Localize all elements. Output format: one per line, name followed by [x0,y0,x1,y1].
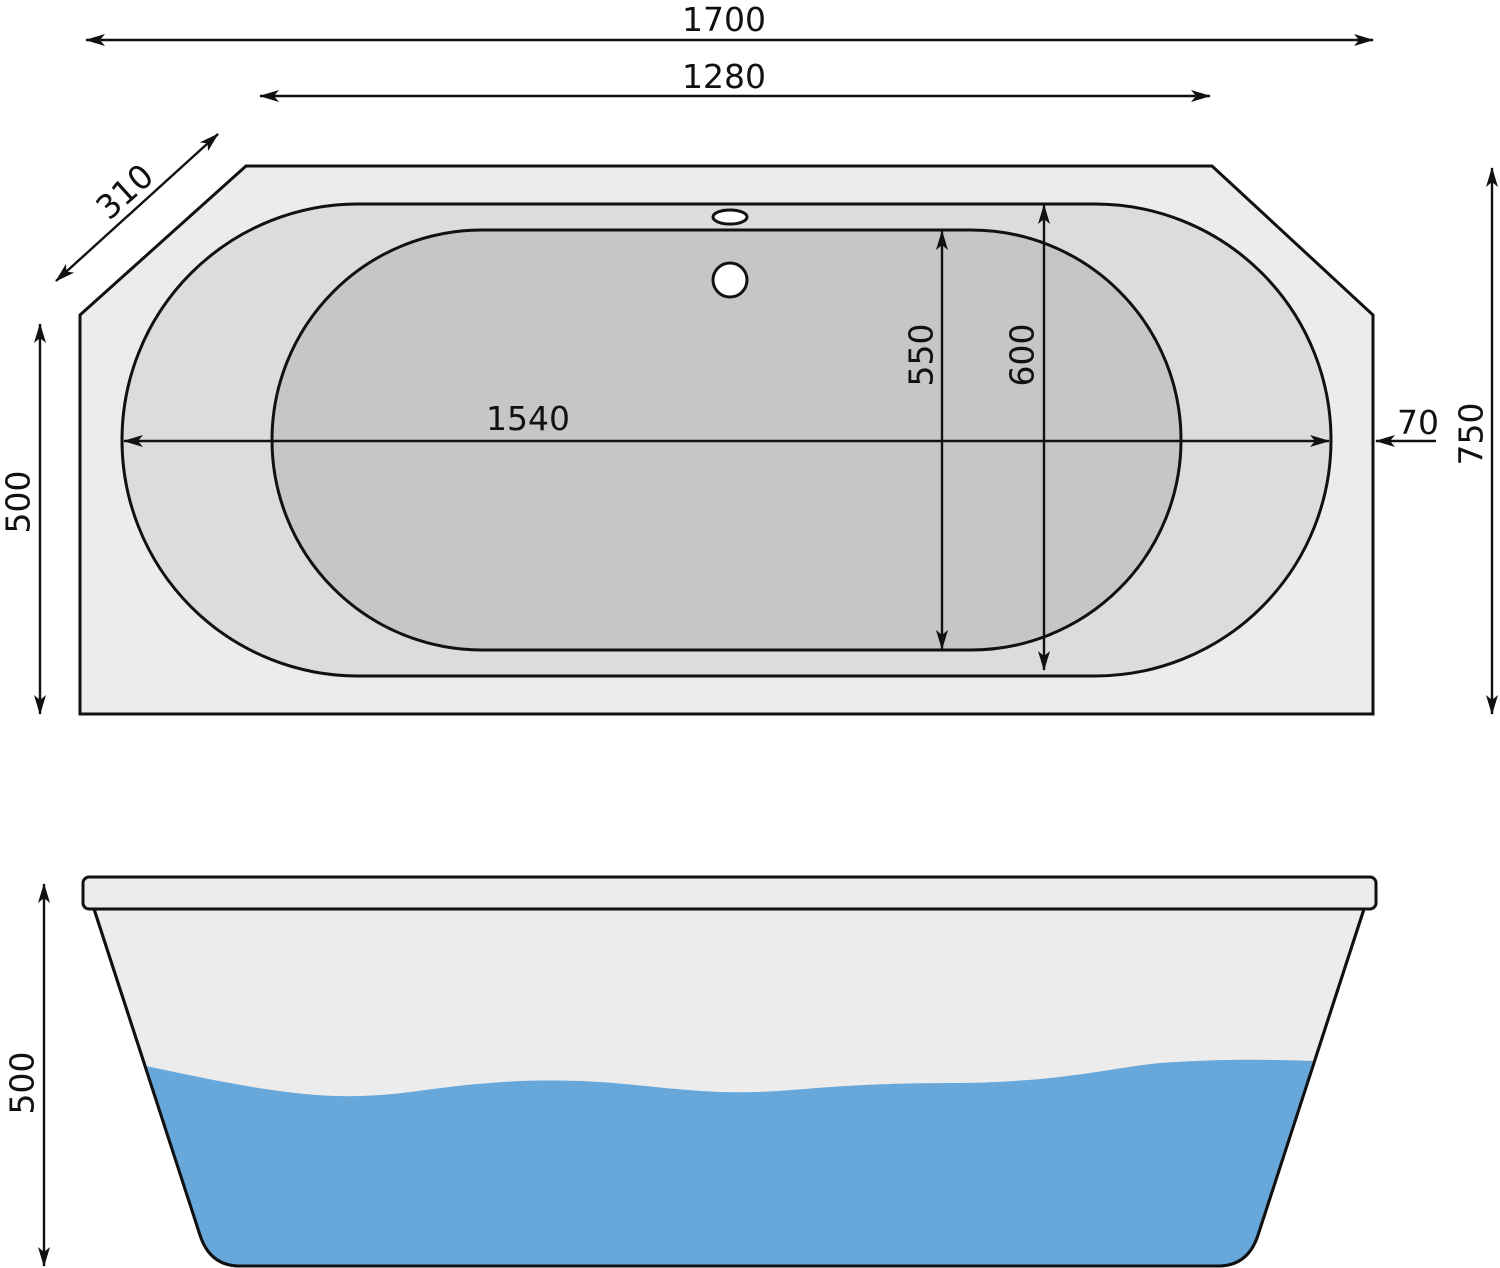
dim-label-rim-offset: 70 [1397,403,1439,442]
water-fill [146,1059,1315,1266]
overflow-hole-icon [711,208,749,226]
dim-label-overall-width: 750 [1452,403,1491,466]
tub-top-rim [81,875,1378,911]
side-view: 500 [3,875,1378,1268]
dim-label-side-view-height: 500 [3,1052,42,1115]
dim-label-basin-length: 1540 [486,399,570,438]
tub-body-outline-overlay [92,908,1366,1268]
top-view: 1700 1280 310 500 1540 550 600 70 750 [0,0,1498,716]
dim-label-inner-width: 550 [902,324,941,387]
dim-label-side-height: 500 [0,471,38,534]
dim-label-top-edge-length: 1280 [682,57,766,96]
drain-hole-icon [711,261,749,299]
dim-label-overall-length: 1700 [682,0,766,39]
dim-label-corner-bevel: 310 [88,156,161,227]
dim-label-outer-width: 600 [1003,324,1042,387]
dim-line-corner-bevel [55,133,219,282]
